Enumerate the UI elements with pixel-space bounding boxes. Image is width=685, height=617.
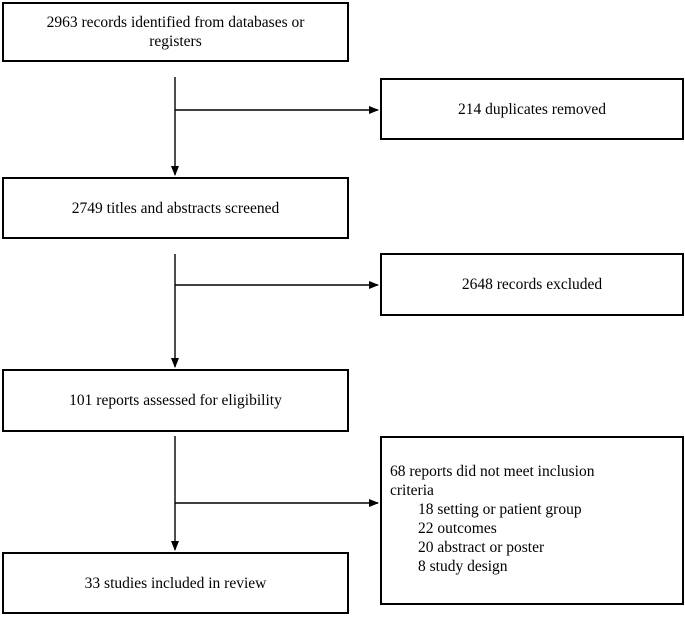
- included-box: 33 studies included in review: [2, 552, 349, 614]
- not-meet-criteria-box: 68 reports did not meet inclusion criter…: [380, 436, 684, 605]
- duplicates-removed-text: 214 duplicates removed: [457, 100, 607, 118]
- reason-outcomes: 22 outcomes: [418, 520, 497, 537]
- duplicates-removed-box: 214 duplicates removed: [380, 78, 684, 140]
- reason-study-design: 8 study design: [418, 558, 508, 575]
- records-excluded-text: 2648 records excluded: [461, 276, 603, 293]
- not-meet-criteria-line1: 68 reports did not meet inclusion: [390, 463, 595, 480]
- screened-box: 2749 titles and abstracts screened: [2, 177, 349, 239]
- records-identified-line1: 2963 records identified from databases o…: [46, 14, 305, 31]
- reason-abstract: 20 abstract or poster: [418, 539, 545, 556]
- records-identified-text: 2963 records identified from databases o…: [47, 13, 305, 51]
- screened-text: 2749 titles and abstracts screened: [71, 199, 280, 217]
- records-identified-box: 2963 records identified from databases o…: [2, 2, 349, 62]
- included-text: 33 studies included in review: [84, 574, 267, 592]
- reason-setting: 18 setting or patient group: [418, 501, 582, 518]
- not-meet-criteria-line2: criteria: [390, 482, 434, 499]
- eligibility-box: 101 reports assessed for eligibility: [2, 369, 349, 432]
- records-excluded-box: 2648 records excluded: [380, 253, 684, 316]
- records-identified-line2: registers: [149, 33, 202, 50]
- eligibility-text: 101 reports assessed for eligibility: [69, 392, 282, 409]
